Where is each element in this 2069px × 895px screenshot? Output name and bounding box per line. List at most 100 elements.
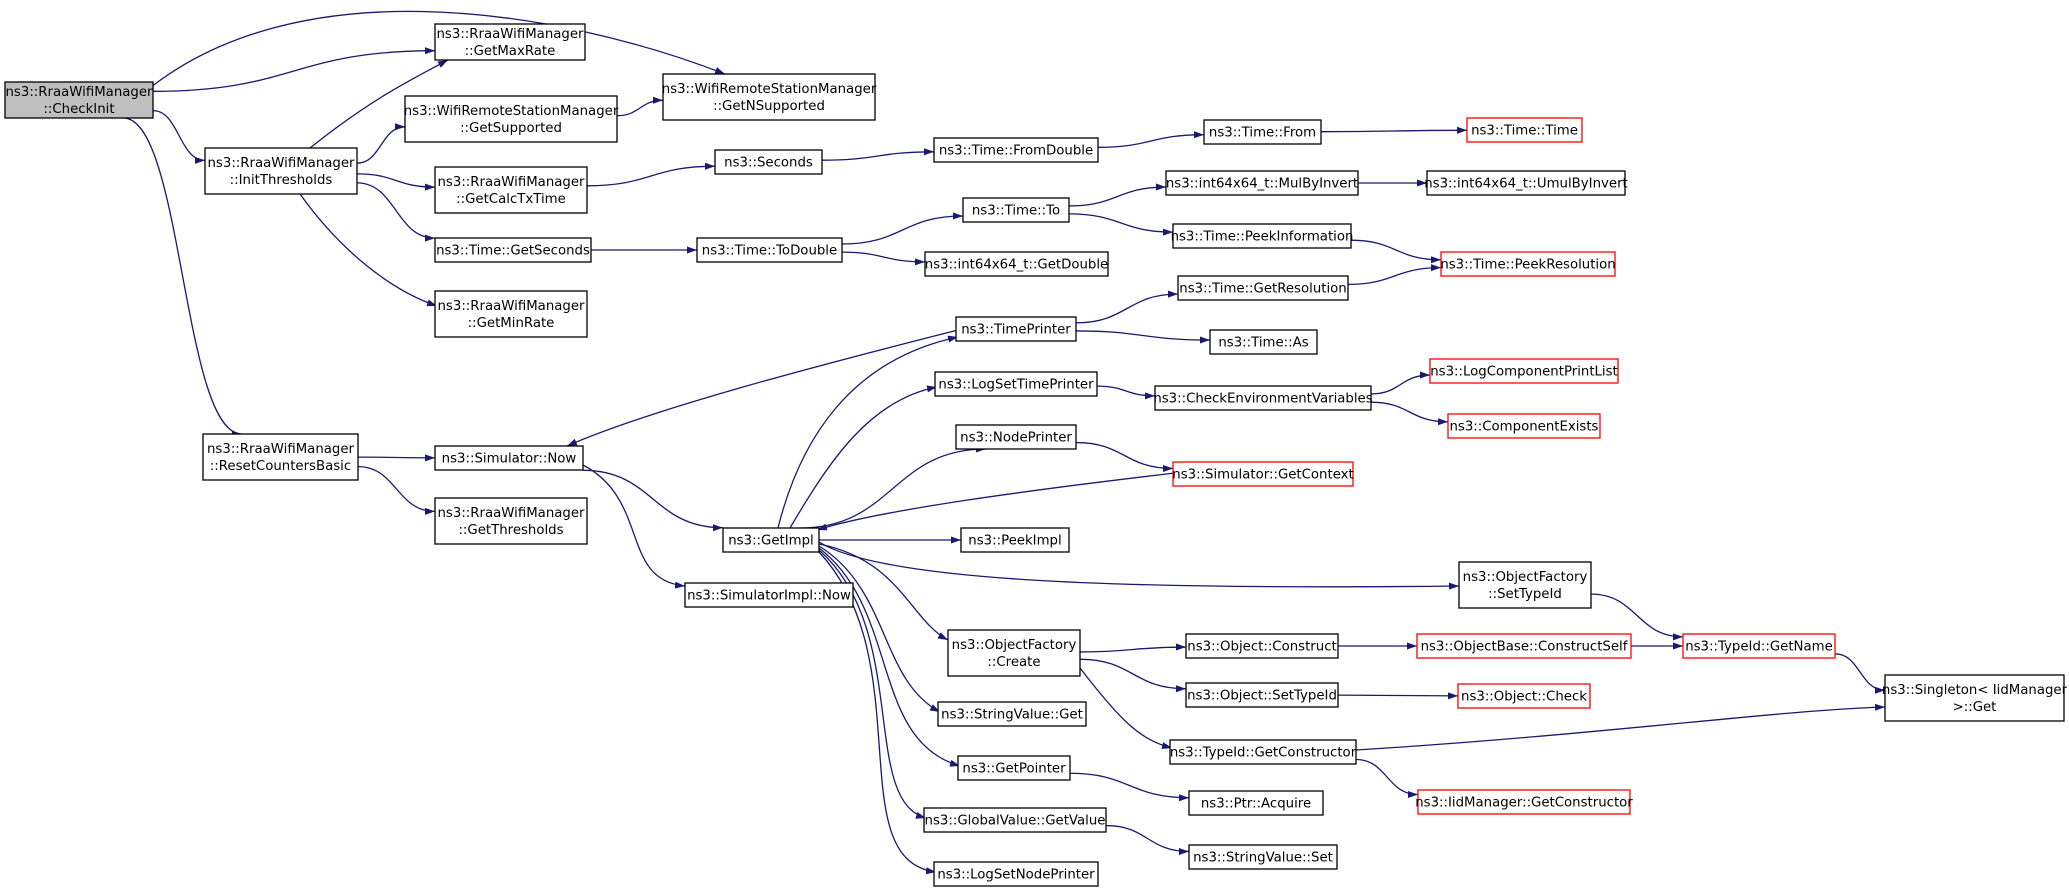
- node-label: ::SetTypeId: [1488, 587, 1562, 602]
- node-time_todouble[interactable]: ns3::Time::ToDouble: [696, 237, 843, 263]
- node-label: ::GetSupported: [460, 121, 562, 136]
- edge-getsupported-to-getnsupported: [616, 96, 664, 117]
- node-label: >::Get: [1953, 700, 1997, 715]
- node-label: ns3::Time::Time: [1471, 124, 1578, 139]
- node-box: [1188, 790, 1324, 816]
- node-peekinformation[interactable]: ns3::Time::PeekInformation: [1171, 223, 1354, 249]
- node-label: ns3::TypeId::GetConstructor: [1170, 746, 1357, 761]
- node-getimpl[interactable]: ns3::GetImpl: [722, 527, 820, 553]
- node-timeprinter[interactable]: ns3::TimePrinter: [955, 316, 1077, 342]
- node-box: [1172, 461, 1354, 487]
- edge-getimpl-to-getpointer: [818, 547, 961, 767]
- node-int64_getdouble[interactable]: ns3::int64x64_t::GetDouble: [924, 251, 1109, 277]
- node-checkinit[interactable]: ns3::RraaWifiManager::CheckInit: [4, 81, 154, 119]
- node-label: ns3::RraaWifiManager: [207, 442, 355, 457]
- node-label: ns3::Time::GetSeconds: [436, 244, 590, 259]
- node-box: [722, 527, 820, 553]
- node-time_from[interactable]: ns3::Time::From: [1203, 119, 1322, 145]
- node-objbase_constructself[interactable]: ns3::ObjectBase::ConstructSelf: [1416, 633, 1632, 659]
- node-resetcounters[interactable]: ns3::RraaWifiManager::ResetCountersBasic: [202, 433, 359, 481]
- node-box: [1682, 633, 1836, 659]
- node-label: ns3::RraaWifiManager: [6, 85, 154, 100]
- edge-time_todouble-to-int64_getdouble: [841, 251, 926, 266]
- node-typeid_getconstructor[interactable]: ns3::TypeId::GetConstructor: [1169, 739, 1357, 765]
- node-label: ns3::Simulator::Now: [442, 452, 577, 467]
- node-sim_now[interactable]: ns3::Simulator::Now: [434, 445, 584, 471]
- node-gethresholds[interactable]: ns3::RraaWifiManager::GetThresholds: [434, 497, 588, 545]
- node-label: ns3::int64x64_t::GetDouble: [925, 258, 1108, 273]
- node-getsupported[interactable]: ns3::WifiRemoteStationManager::GetSuppor…: [404, 95, 619, 143]
- node-time_to[interactable]: ns3::Time::To: [962, 197, 1070, 223]
- node-stringvalue_get[interactable]: ns3::StringValue::Get: [937, 701, 1087, 727]
- node-box: [924, 251, 1109, 277]
- node-singleton_get[interactable]: ns3::Singleton< IidManager>::Get: [1882, 674, 2068, 722]
- edge-typeid_getconstructor-to-iidmanager_getconstructor: [1355, 758, 1419, 798]
- node-time_time[interactable]: ns3::Time::Time: [1466, 117, 1583, 143]
- edge-getpointer-to-ptr_acquire: [1069, 772, 1190, 802]
- node-label: ::InitThresholds: [230, 173, 333, 188]
- node-logsetnodeprinter[interactable]: ns3::LogSetNodePrinter: [933, 861, 1099, 887]
- node-getcalctxtime[interactable]: ns3::RraaWifiManager::GetCalcTxTime: [434, 166, 588, 214]
- node-iidmanager_getconstructor[interactable]: ns3::IidManager::GetConstructor: [1415, 789, 1633, 815]
- node-obj_settypeid[interactable]: ns3::Object::SetTypeId: [1185, 682, 1339, 708]
- node-seconds[interactable]: ns3::Seconds: [714, 149, 823, 175]
- node-label: ns3::Time::To: [972, 204, 1060, 219]
- node-typeid_getname[interactable]: ns3::TypeId::GetName: [1682, 633, 1836, 659]
- edge-sim_now-to-getimpl: [582, 469, 724, 532]
- node-initthresholds[interactable]: ns3::RraaWifiManager::InitThresholds: [204, 147, 358, 195]
- node-obj_construct[interactable]: ns3::Object::Construct: [1185, 633, 1339, 659]
- node-label: ns3::Time::PeekInformation: [1171, 230, 1354, 245]
- node-label: ns3::ObjectBase::ConstructSelf: [1421, 640, 1628, 655]
- node-box: [204, 147, 358, 195]
- edge-of_create-to-typeid_getconstructor: [1079, 667, 1173, 749]
- node-gv_getvalue[interactable]: ns3::GlobalValue::GetValue: [923, 807, 1107, 833]
- node-getnsupported[interactable]: ns3::WifiRemoteStationManager::GetNSuppo…: [662, 73, 877, 121]
- node-logsettimeprinter[interactable]: ns3::LogSetTimePrinter: [934, 371, 1098, 397]
- node-peekimpl[interactable]: ns3::PeekImpl: [960, 527, 1070, 553]
- node-box: [962, 197, 1070, 223]
- node-obj_check[interactable]: ns3::Object::Check: [1457, 683, 1591, 709]
- node-componentexists[interactable]: ns3::ComponentExists: [1447, 413, 1601, 439]
- node-box: [714, 149, 823, 175]
- node-box: [434, 290, 588, 338]
- node-ptr_acquire[interactable]: ns3::Ptr::Acquire: [1188, 790, 1324, 816]
- node-label: ::GetNSupported: [713, 99, 825, 114]
- edge-time_todouble-to-time_to: [841, 212, 964, 245]
- edge-fromdouble-to-time_from: [1097, 131, 1205, 148]
- edge-typeid_getname-to-singleton_get: [1834, 653, 1886, 694]
- node-label: ns3::SimulatorImpl::Now: [687, 589, 851, 604]
- node-getminrate[interactable]: ns3::RraaWifiManager::GetMinRate: [434, 290, 588, 338]
- edge-obj_settypeid-to-obj_check: [1337, 692, 1459, 700]
- edge-nodeprinter-to-sim_getcontext: [1075, 441, 1174, 472]
- node-label: ns3::Time::From: [1209, 126, 1316, 141]
- node-of_settypeid[interactable]: ns3::ObjectFactory::SetTypeId: [1458, 561, 1592, 609]
- node-stringvalue_set[interactable]: ns3::StringValue::Set: [1188, 844, 1338, 870]
- node-of_create[interactable]: ns3::ObjectFactory::Create: [947, 629, 1081, 677]
- node-label: ns3::RraaWifiManager: [438, 506, 586, 521]
- node-box: [1185, 633, 1339, 659]
- node-label: ::GetMaxRate: [465, 44, 556, 59]
- node-getmaxrate[interactable]: ns3::RraaWifiManager::GetMaxRate: [434, 23, 586, 61]
- edge-getresolution-to-peekresolution: [1347, 264, 1442, 286]
- node-peekresolution[interactable]: ns3::Time::PeekResolution: [1440, 251, 1616, 277]
- node-box: [1466, 117, 1583, 143]
- node-sim_getcontext[interactable]: ns3::Simulator::GetContext: [1172, 461, 1354, 487]
- node-label: ns3::StringValue::Set: [1193, 851, 1333, 866]
- node-time_getseconds[interactable]: ns3::Time::GetSeconds: [434, 237, 592, 263]
- node-getpointer[interactable]: ns3::GetPointer: [957, 755, 1071, 781]
- node-getresolution[interactable]: ns3::Time::GetResolution: [1177, 275, 1349, 301]
- node-checkenvvars[interactable]: ns3::CheckEnvironmentVariables: [1153, 385, 1373, 411]
- edge-time_to-to-mulbyinvert: [1068, 183, 1167, 207]
- node-logcompprintlist[interactable]: ns3::LogComponentPrintList: [1429, 358, 1619, 384]
- node-umulbyinvert[interactable]: ns3::int64x64_t::UmulByInvert: [1424, 170, 1628, 196]
- node-box: [937, 701, 1087, 727]
- node-mulbyinvert[interactable]: ns3::int64x64_t::MulByInvert: [1165, 170, 1359, 196]
- node-box: [1169, 739, 1357, 765]
- node-box: [434, 23, 586, 61]
- node-fromdouble[interactable]: ns3::Time::FromDouble: [933, 137, 1099, 163]
- node-time_as[interactable]: ns3::Time::As: [1209, 329, 1318, 355]
- edge-initthresholds-to-getmaxrate: [309, 59, 449, 149]
- node-nodeprinter[interactable]: ns3::NodePrinter: [955, 424, 1077, 450]
- node-simimpl_now[interactable]: ns3::SimulatorImpl::Now: [684, 582, 854, 608]
